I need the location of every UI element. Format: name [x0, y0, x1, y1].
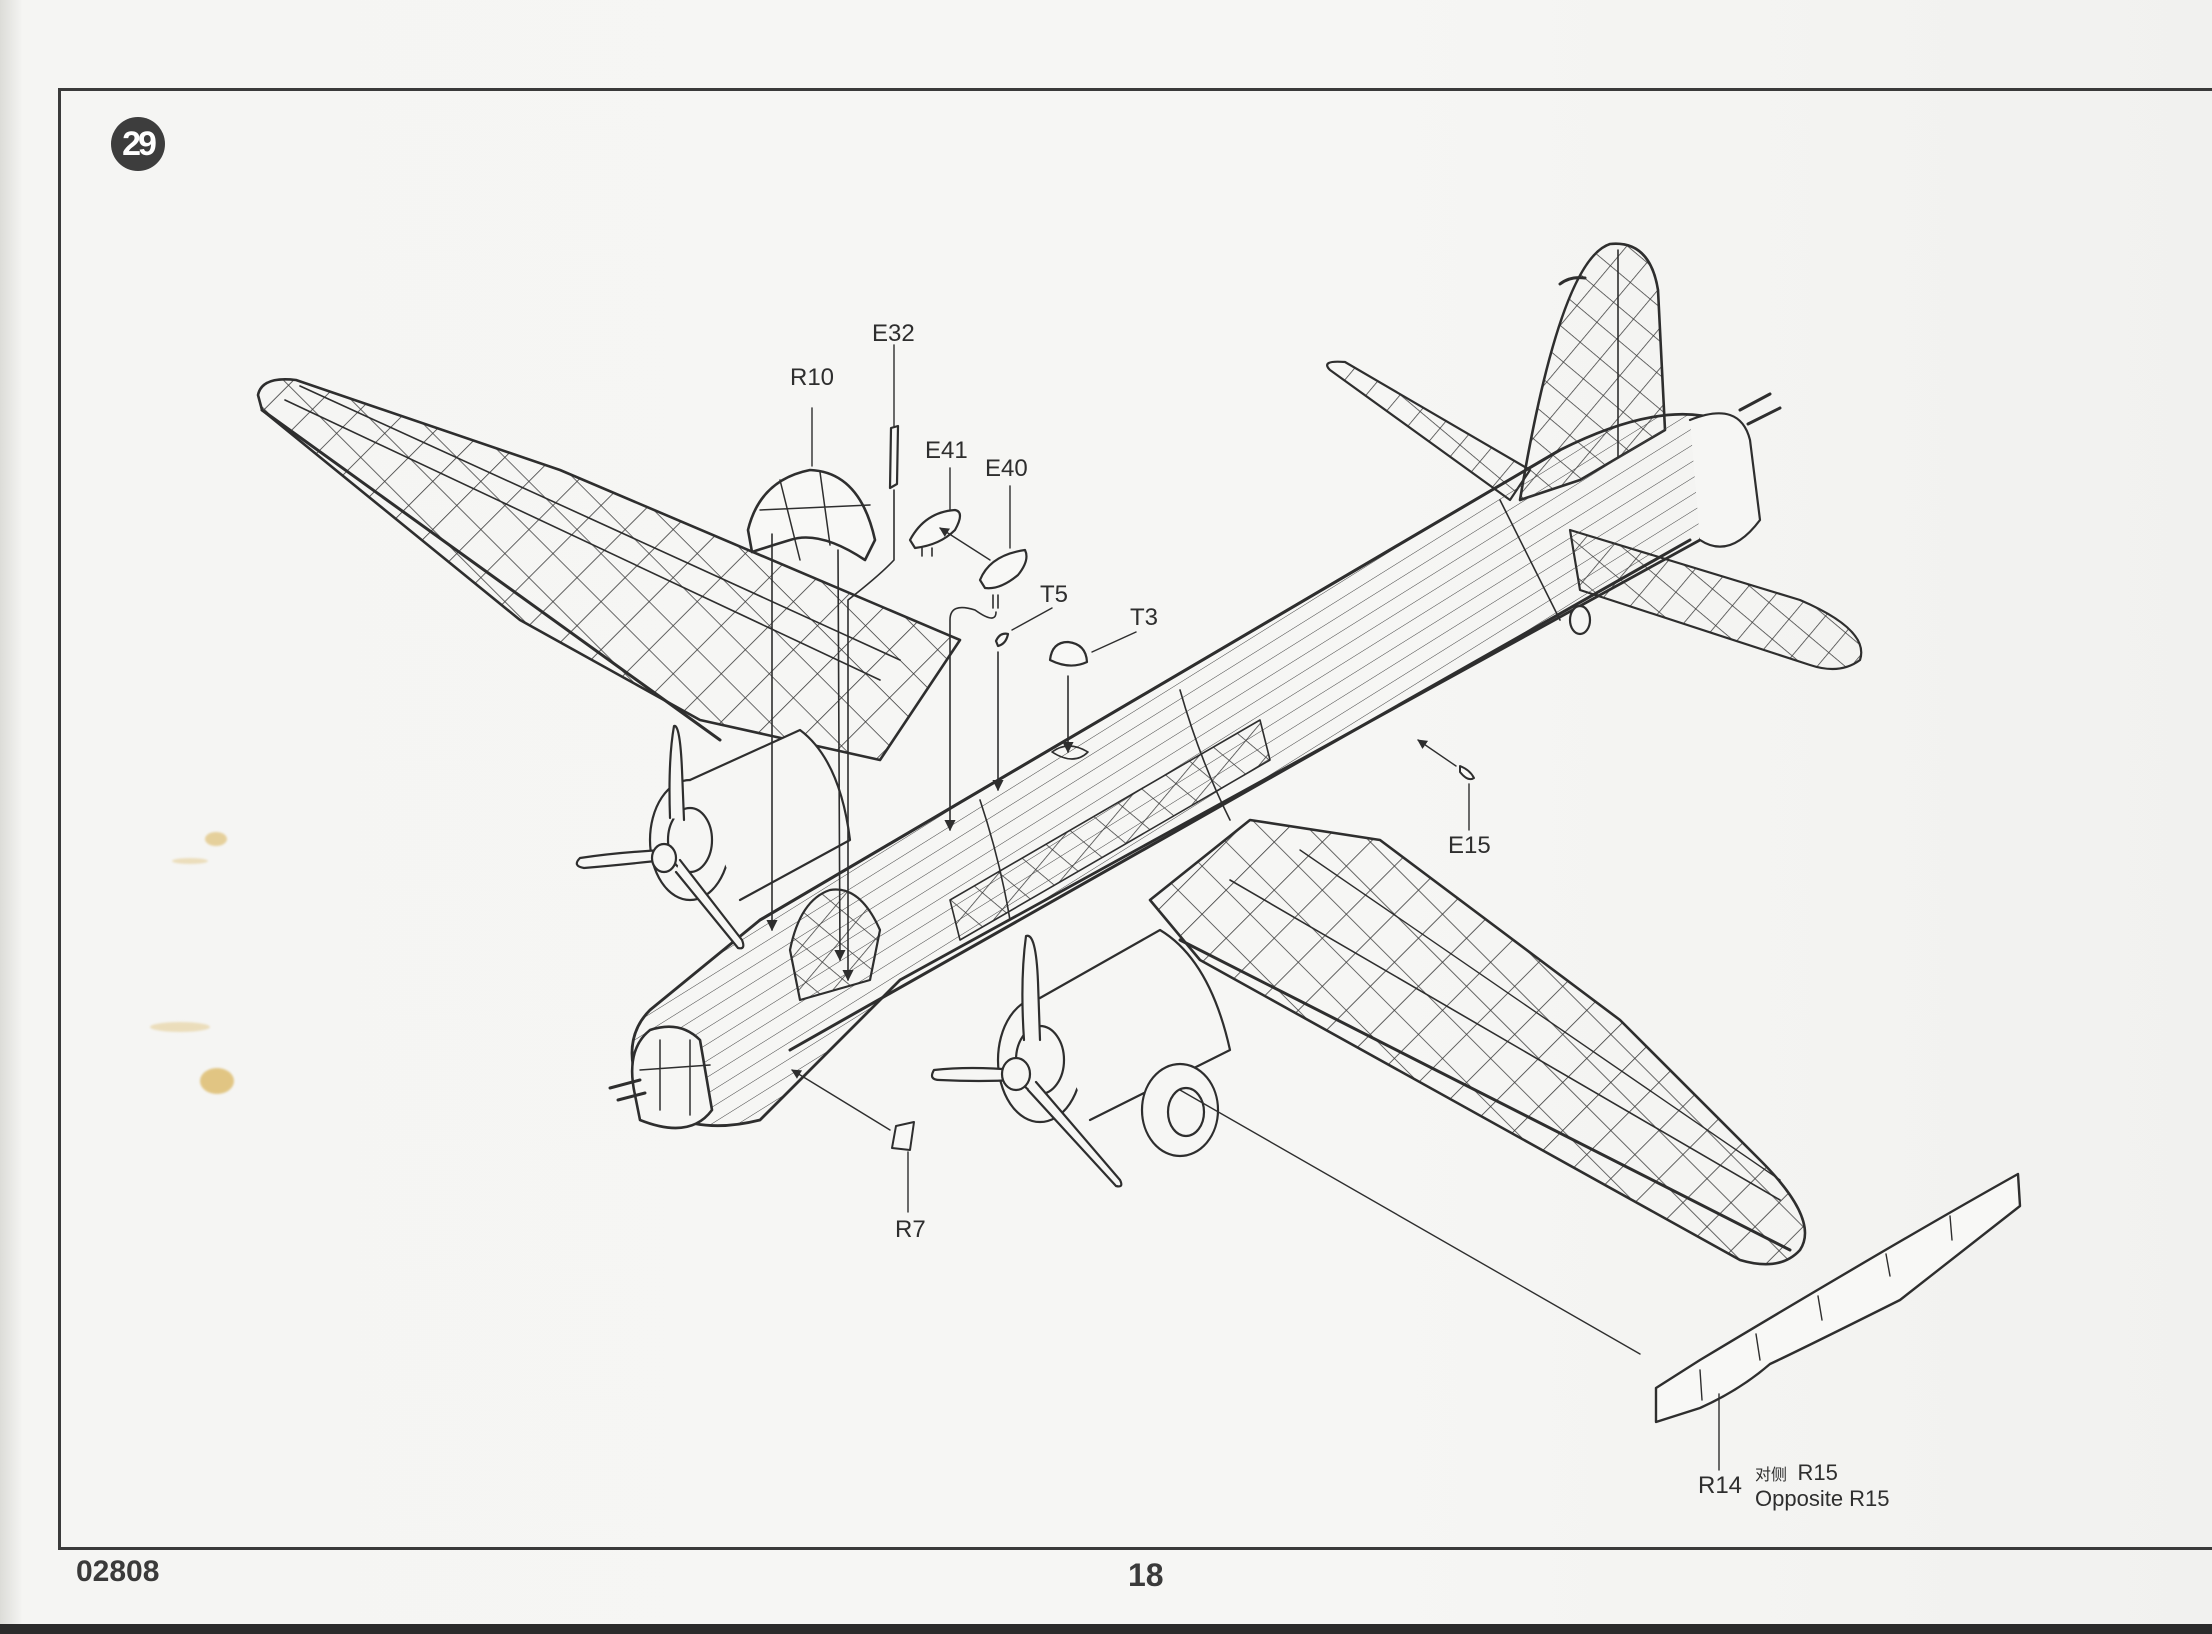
- fuselage: [630, 392, 1782, 1128]
- nose-turret: [608, 1025, 714, 1130]
- part-r14-strip: [1179, 1089, 2022, 1471]
- starboard-engine: [930, 928, 1232, 1188]
- main-wheel: [1140, 1062, 1220, 1158]
- scan-edge: [0, 1624, 2212, 1634]
- callout-e32: E32: [872, 320, 915, 347]
- callout-t5: T5: [1040, 581, 1069, 608]
- part-t5-window: [992, 607, 1053, 792]
- port-engine: [575, 724, 852, 950]
- port-wing: [256, 378, 962, 762]
- step-frame: [58, 88, 2212, 1550]
- paper-stain: [200, 1068, 234, 1094]
- kit-number: 02808: [76, 1555, 160, 1588]
- paper-stain: [205, 832, 227, 846]
- step-number-badge: 29: [111, 117, 165, 171]
- callout-e40: E40: [985, 455, 1028, 482]
- spine-shadow: [0, 0, 22, 1634]
- part-e41-base: [908, 467, 991, 561]
- r14-note-chinese-part: R15: [1797, 1460, 1838, 1485]
- part-e15: [1417, 739, 1475, 831]
- cockpit-opening: [788, 888, 882, 1002]
- paper-stain: [172, 858, 208, 864]
- part-r7-window: [791, 1069, 915, 1213]
- callout-e41: E41: [925, 437, 968, 464]
- page-number: 18: [1128, 1557, 1164, 1593]
- part-t3-dome: [1048, 631, 1137, 760]
- part-r10-canopy: [746, 407, 877, 962]
- starboard-wing: [1148, 818, 1807, 1266]
- callout-e15: E15: [1448, 832, 1491, 859]
- part-e32-antenna: [842, 344, 900, 982]
- callout-r10: R10: [790, 364, 835, 391]
- r14-note-chinese-prefix: 对侧: [1755, 1467, 1788, 1484]
- tail-wheel: [1568, 604, 1592, 636]
- callout-t3: T3: [1130, 604, 1159, 631]
- part-e40-fairing: [944, 485, 1028, 832]
- step-number: 29: [122, 124, 157, 163]
- callout-r14: R14: [1698, 1472, 1743, 1499]
- paper-stain: [150, 1022, 210, 1032]
- callout-r7: R7: [895, 1216, 926, 1243]
- r14-note-english: Opposite R15: [1755, 1486, 1890, 1511]
- r14-note: 对侧 R15 Opposite R15: [1755, 1460, 1890, 1512]
